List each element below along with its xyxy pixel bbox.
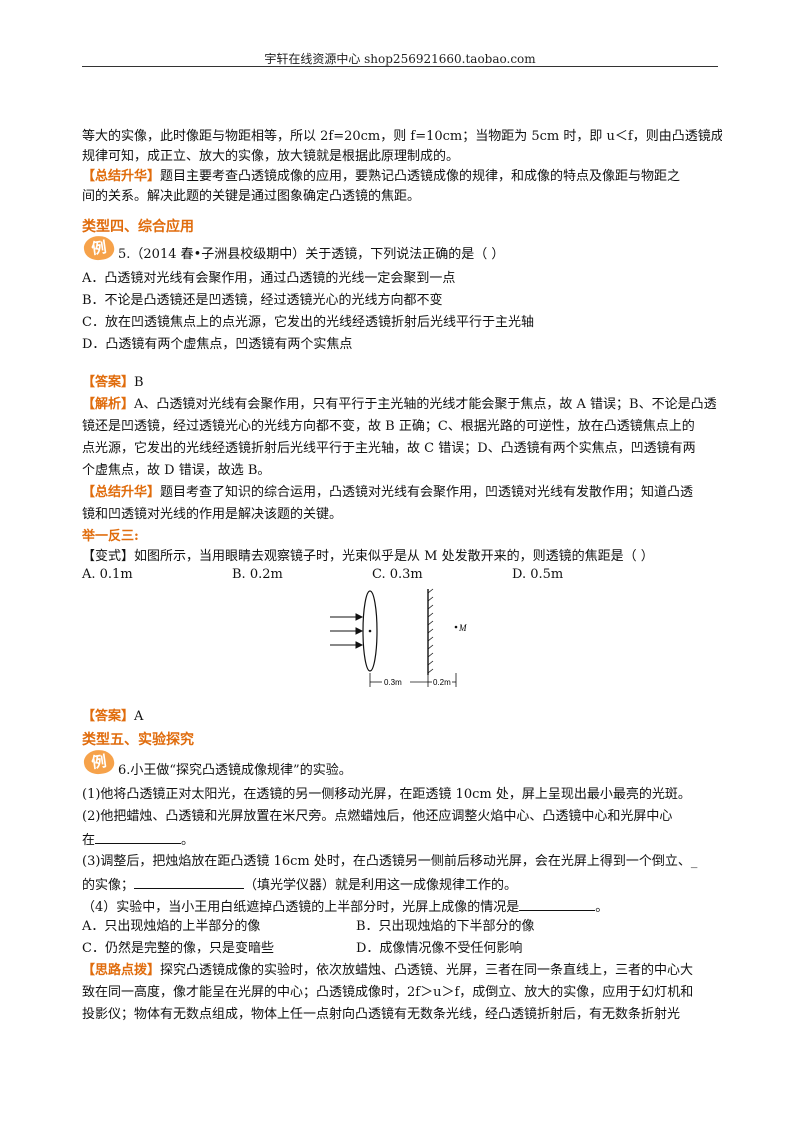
variant-heading: 举一反三: [82,529,139,544]
q6-option-b: B．只出现烛焰的下半部分的像 [356,919,535,934]
summary-text: 题目考查了知识的综合运用，凸透镜对光线有会聚作用，凹透镜对光线有发散作用；知道凸… [160,485,694,500]
q6-option-c: C．仍然是完整的像，只是变暗些 [82,941,274,956]
summary-line-2: 间的关系。解决此题的关键是通过图象确定凸透镜的焦距。 [82,189,421,204]
q5-stem: 5.（2014 春•子洲县校级期中）关于透镜，下列说法正确的是（ ） [118,247,505,262]
variant-stem: 【变式】如图所示，当用眼睛去观察镜子时，光束似乎是从 M 处发散开来的，则透镜的… [82,548,722,566]
optical-center-dot [368,629,372,633]
q6-part-2-blank-line: 在。 [82,830,722,850]
dimension-lines [369,673,457,687]
variant-option-c: C. 0.3m [372,567,423,582]
hint-text: 探究凸透镜成像的实验时，依次放蜡烛、凸透镜、光屏，三者在同一条直线上，三者的中心… [160,963,694,978]
body-line-2: 规律可知，成正立、放大的实像，放大镜就是根据此原理制成的。 [82,149,460,164]
q6-part-3-suffix: （填光学仪器）就是利用这一成像规律工作的。 [244,878,518,893]
q6-part-3: (3)调整后，把烛焰放在距凸透镜 16cm 处时，在凸透镜另一侧前后移动光屏，会… [82,854,698,869]
summary-tag: 【总结升华】 [82,169,161,184]
ray-bottom-arrow [355,641,364,649]
analysis-text: A、凸透镜对光线有会聚作用，只有平行于主光轴的光线才能会聚于焦点，故 A 错误；… [134,397,717,412]
dimension-label-1: 0.3m [384,678,402,687]
q5-summary-2: 镜和凹透镜对光线的作用是解决该题的关键。 [82,507,343,522]
summary-line-1: 【总结升华】题目主要考查凸透镜成像的应用，要熟记凸透镜成像的规律，和成像的特点及… [82,168,722,186]
analysis-tag: 【解析】 [82,397,135,412]
q6-hint-3: 投影仪；物体有无数点组成，物体上任一点射向凸透镜有无数条光线，经凸透镜折射后，有… [82,1007,681,1022]
variant-option-d: D. 0.5m [512,567,564,582]
q5-answer: 【答案】B [82,374,722,392]
variant-text: 如图所示，当用眼睛去观察镜子时，光束似乎是从 M 处发散开来的，则透镜的焦距是（… [134,549,654,564]
convex-lens [362,590,378,672]
variant-option-b: B. 0.2m [232,567,283,582]
q6-part-3-prefix: 的实像； [82,878,135,893]
q5-analysis-2: 镜还是凹透镜，经过透镜光心的光线方向都不变，故 B 正确；C、根据光路的可逆性，… [82,419,695,434]
ray-middle-arrow [355,627,364,635]
page-header: 宇轩在线资源中心 shop256921660.taobao.com [264,52,536,66]
q5-option-b: B．不论是凸透镜还是凹透镜，经过透镜光心的光线方向都不变 [82,293,443,308]
example-badge: 例 [82,234,116,262]
body-line-1: 等大的实像，此时像距与物距相等，所以 2f=20cm，则 f=10cm；当物距为… [82,129,722,144]
q5-analysis-3: 点光源，它发出的光线经透镜折射后光线平行于主光轴，故 C 错误；D、凸透镜有两个… [82,441,696,456]
lens-mirror-figure: M 0.3m 0.2m [330,588,467,687]
q5-option-a: A．凸透镜对光线有会聚作用，通过凸透镜的光线一定会聚到一点 [82,271,456,286]
q5-analysis-4: 个虚焦点，故 D 错误，故选 B。 [82,463,271,478]
q6-stem: 6.小王做“探究凸透镜成像规律”的实验。 [118,763,352,778]
q6-part-1: (1)他将凸透镜正对太阳光，在透镜的另一侧移动光屏，在距透镜 10cm 处，屏上… [82,787,691,802]
answer-blank[interactable] [95,830,182,844]
summary-text: 题目主要考查凸透镜成像的应用，要熟记凸透镜成像的规律，和成像的特点及像距与物距之 [160,169,681,184]
variant-answer: 【答案】A [82,708,722,726]
answer-tag: 【答案】 [82,375,135,390]
q6-hint-1: 【思路点拨】探究凸透镜成像的实验时，依次放蜡烛、凸透镜、光屏，三者在同一条直线上… [82,962,722,980]
q5-analysis-1: 【解析】A、凸透镜对光线有会聚作用，只有平行于主光轴的光线才能会聚于焦点，故 A… [82,396,722,414]
incident-rays [330,613,364,649]
answer-blank[interactable] [519,897,596,911]
ray-top-arrow [355,613,364,621]
header-divider [82,66,718,67]
q6-option-a: A．只出现烛焰的上半部分的像 [82,919,261,934]
q6-part-4: （4）实验中，当小王用白纸遮掉凸透镜的上半部分时，光屏上成像的情况是 。 [82,897,722,917]
summary-tag: 【总结升华】 [82,485,161,500]
answer-value: A [134,709,144,724]
q6-option-d: D．成像情况像不受任何影响 [356,941,523,956]
q6-part-2: (2)他把蜡烛、凸透镜和光屏放置在米尺旁。点燃蜡烛后，他还应调整火焰中心、凸透镜… [82,809,673,824]
q6-hint-2: 致在同一高度，像才能呈在光屏的中心；凸透镜成像时，2f＞u＞f，成倒立、放大的实… [82,985,694,1000]
q6-part-2-suffix: 。 [181,833,195,848]
example-badge: 例 [82,748,116,776]
mirror-hatching [427,588,434,674]
point-m-label: M [458,623,467,633]
point-m-dot [454,625,458,629]
q5-option-d: D．凸透镜有两个虚焦点，凹透镜有两个实焦点 [82,337,353,352]
q6-part-2-prefix: 在 [82,833,96,848]
q5-summary-1: 【总结升华】题目考查了知识的综合运用，凸透镜对光线有会聚作用，凹透镜对光线有发散… [82,484,722,502]
dimension-label-2: 0.2m [433,678,451,687]
variant-tag: 【变式】 [82,549,135,564]
q6-part-3-blank-line: 的实像； （填光学仪器）就是利用这一成像规律工作的。 [82,875,722,895]
answer-tag: 【答案】 [82,709,135,724]
q6-part-4-suffix: 。 [595,900,609,915]
section-5-title: 类型五、实验探究 [82,732,194,748]
variant-option-a: A. 0.1m [82,567,133,582]
q6-part-4-text: （4）实验中，当小王用白纸遮掉凸透镜的上半部分时，光屏上成像的情况是 [82,900,520,915]
hint-tag: 【思路点拨】 [82,963,161,978]
q5-option-c: C．放在凹透镜焦点上的点光源，它发出的光线经透镜折射后光线平行于主光轴 [82,315,534,330]
answer-blank[interactable] [134,875,245,889]
section-4-title: 类型四、综合应用 [82,219,194,235]
answer-value: B [134,375,144,390]
